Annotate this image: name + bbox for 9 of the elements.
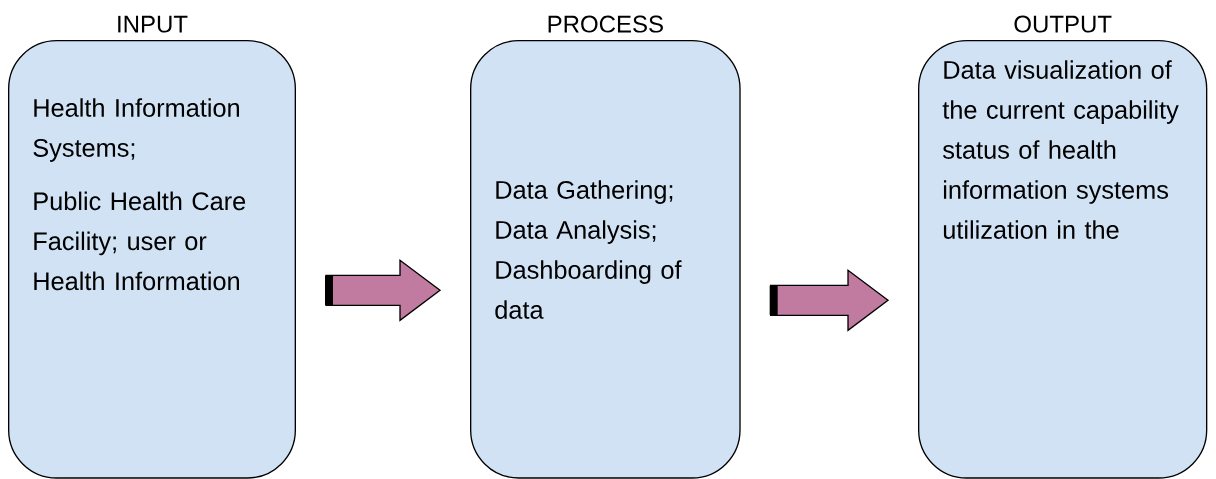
box-text: Public Health Care Facility; user or Health Information: [34, 191, 246, 291]
box-heading: PROCESS: [548, 15, 663, 33]
block-arrow: [769, 269, 890, 332]
box-text: Data visualization of the current capability status of health information systems utilization in the: [942, 60, 1179, 239]
block-arrow: [325, 259, 442, 322]
box-text: Health Information Systems;: [33, 98, 239, 162]
box-heading: INPUT: [118, 15, 188, 33]
box-text: Data Gathering; Data Analysis; Dashboarding of data: [495, 180, 682, 319]
box-heading: OUTPUT: [1014, 15, 1112, 33]
